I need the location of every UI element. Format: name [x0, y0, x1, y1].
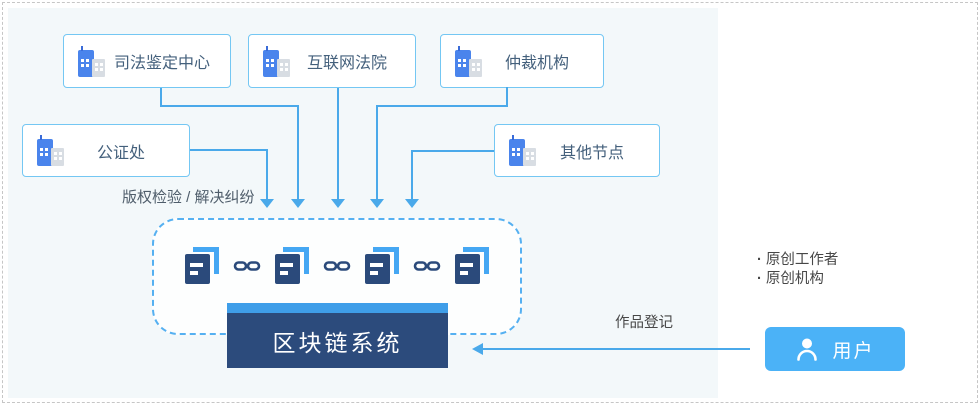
chain-link-icon [323, 261, 351, 271]
user-button-label: 用户 [832, 340, 875, 362]
building-icon [455, 45, 483, 77]
chain-link-icon [413, 261, 441, 271]
bullet-original-institutions: 原创机构 [757, 270, 838, 289]
node-internet-court: 互联网法院 [248, 34, 416, 88]
document-block-icon [455, 247, 489, 285]
blockchain-system-label: 区块链系统 [272, 329, 403, 356]
node-judicial-appraisal-center: 司法鉴定中心 [63, 34, 231, 88]
chain-link-icon [233, 261, 261, 271]
bullet-original-workers: 原创工作者 [757, 251, 839, 270]
copyright-dispute-label: 版权检验 / 解决纠纷 [122, 189, 255, 206]
node-arbitration-institution: 仲裁机构 [440, 34, 604, 88]
work-registration-label: 作品登记 [615, 315, 673, 331]
user-button: 用户 [765, 327, 905, 371]
document-block-icon [275, 247, 309, 285]
building-icon [37, 135, 65, 166]
node-label: 仲裁机构 [504, 55, 569, 72]
arrow-down-icon [260, 199, 274, 208]
block-chain-row [154, 247, 520, 285]
building-icon [263, 45, 291, 77]
arrow-down-icon [405, 199, 419, 208]
document-block-icon [185, 247, 219, 285]
node-label: 公证处 [96, 144, 145, 162]
node-other-nodes: 其他节点 [494, 124, 660, 177]
arrow-down-icon [331, 199, 345, 208]
blockchain-system-box: 区块链系统 [227, 303, 448, 368]
arrow-down-icon [370, 199, 384, 208]
building-icon [78, 45, 106, 77]
node-notary-office: 公证处 [22, 124, 190, 177]
node-label: 其他节点 [559, 144, 624, 162]
arrow-left-icon [472, 342, 483, 355]
building-icon [509, 135, 537, 166]
node-label: 司法鉴定中心 [113, 55, 210, 72]
node-label: 互联网法院 [306, 55, 387, 72]
creator-bullet-list: 原创工作者 原创机构 [757, 251, 839, 289]
person-icon [797, 338, 818, 361]
document-block-icon [365, 247, 399, 285]
blockchain-system-top-strip [227, 303, 448, 313]
arrow-down-icon [291, 199, 305, 208]
